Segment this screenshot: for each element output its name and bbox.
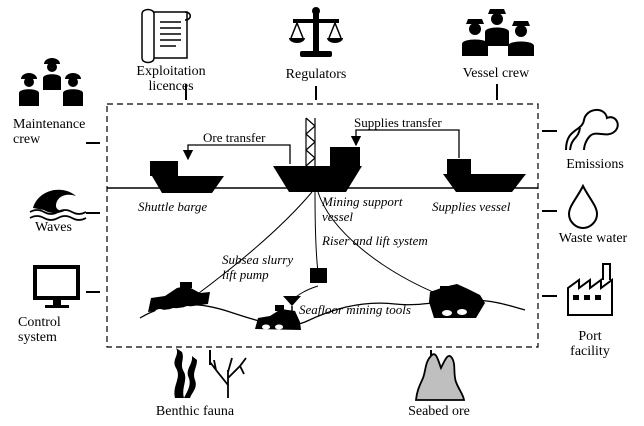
label-control-system: Control system — [18, 315, 61, 345]
maintenance-crew-icon — [19, 58, 83, 106]
label-maintenance-line1: Maintenance — [13, 117, 86, 132]
shuttle-barge — [150, 161, 224, 193]
label-riser-lift: Riser and lift system — [322, 233, 428, 248]
label-exploitation-line1: Exploitation — [136, 64, 206, 79]
label-waves: Waves — [35, 220, 72, 235]
benthic-fauna-icon — [174, 348, 247, 398]
label-mining-line1: Mining support — [322, 194, 403, 209]
label-port-line1: Port — [578, 329, 602, 344]
supplies-transfer-arrow — [350, 129, 460, 158]
factory-icon — [567, 263, 613, 316]
label-emissions: Emissions — [566, 157, 624, 172]
label-exploitation-licences: Exploitation licences — [116, 64, 226, 94]
label-seabed-ore: Seabed ore — [408, 404, 470, 419]
mining-support-vessel — [273, 117, 362, 192]
label-control-line1: Control — [18, 315, 61, 330]
seafloor-tool-right — [429, 284, 485, 318]
connector-ticks — [86, 84, 557, 365]
scroll-icon — [141, 8, 191, 64]
scales-icon — [289, 7, 343, 57]
label-shuttle-barge: Shuttle barge — [138, 199, 208, 214]
label-maintenance-line2: crew — [13, 132, 41, 147]
emissions-icon — [565, 109, 619, 151]
label-mining-support-vessel: Mining support vessel — [322, 194, 403, 224]
label-subsea-slurry-pump: Subsea slurry lift pump — [222, 252, 293, 282]
label-mining-line2: vessel — [322, 209, 354, 224]
label-supplies-transfer: Supplies transfer — [354, 115, 442, 130]
vessel-crew-icon — [462, 9, 534, 56]
label-exploitation-line2: licences — [148, 79, 194, 94]
waves-icon — [29, 189, 87, 221]
label-benthic-fauna: Benthic fauna — [155, 404, 235, 419]
ore-transfer-arrow — [182, 144, 291, 164]
supplies-vessel — [443, 159, 526, 192]
label-slurry-line1: Subsea slurry — [222, 252, 294, 267]
label-control-line2: system — [18, 330, 57, 345]
monitor-icon — [33, 265, 80, 308]
label-vessel-crew: Vessel crew — [462, 66, 530, 81]
riser-lines — [194, 191, 441, 301]
slurry-lift-pump — [310, 268, 327, 283]
label-seafloor-mining-tools: Seafloor mining tools — [299, 302, 411, 317]
label-regulators: Regulators — [285, 67, 347, 82]
seafloor-tool-left — [148, 282, 210, 315]
label-waste-water: Waste water — [558, 231, 628, 246]
system-boundary — [106, 103, 539, 348]
label-port-facility: Port facility — [555, 329, 625, 359]
label-supplies-vessel: Supplies vessel — [432, 199, 511, 214]
seafloor-tool-middle — [255, 305, 301, 330]
label-slurry-line2: lift pump — [222, 267, 269, 282]
seabed-ore-icon — [415, 353, 466, 401]
label-ore-transfer: Ore transfer — [203, 130, 266, 145]
label-maintenance-crew: Maintenance crew — [13, 117, 85, 147]
water-drop-icon — [567, 183, 599, 230]
label-port-line2: facility — [570, 344, 610, 359]
